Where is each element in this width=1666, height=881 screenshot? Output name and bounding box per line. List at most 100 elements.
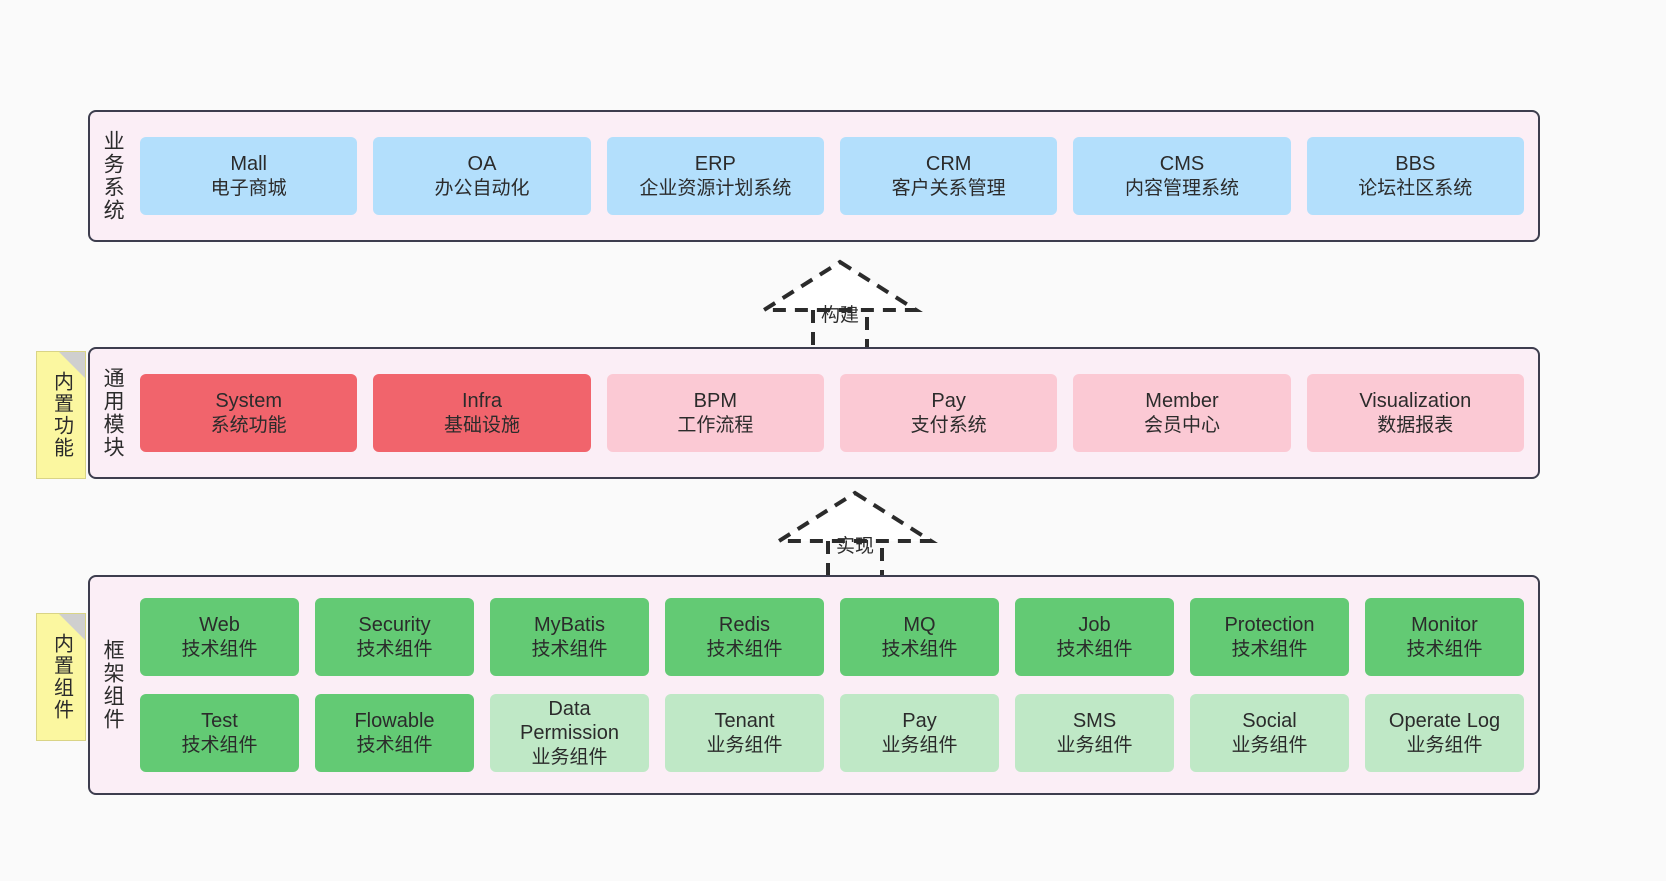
card-sms-subtitle: 业务组件 xyxy=(1056,734,1133,756)
card-bpm-subtitle: 工作流程 xyxy=(677,414,754,436)
layer-general-modules: 通用模块 System 系统功能 Infra 基础设施 BPM 工作流程 Pay… xyxy=(88,347,1540,479)
business-row: Mall 电子商城 OA 办公自动化 ERP 企业资源计划系统 CRM 客户关系… xyxy=(140,137,1524,215)
card-monitor[interactable]: Monitor 技术组件 xyxy=(1365,598,1524,676)
card-pay-module[interactable]: Pay 支付系统 xyxy=(839,374,1058,452)
card-data-permission[interactable]: Data Permission 业务组件 xyxy=(490,694,649,772)
framework-biz-row: Test 技术组件 Flowable 技术组件 Data Permission … xyxy=(140,694,1524,772)
card-crm-title: CRM xyxy=(925,153,972,176)
card-pay-component-title: Pay xyxy=(902,710,937,733)
card-redis-title: Redis xyxy=(718,614,771,637)
card-erp-subtitle: 企业资源计划系统 xyxy=(639,177,792,199)
generalization-arrowhead xyxy=(757,259,923,312)
card-job-title: Job xyxy=(1078,614,1111,637)
card-cms[interactable]: CMS 内容管理系统 xyxy=(1073,137,1291,215)
card-test[interactable]: Test 技术组件 xyxy=(140,694,299,772)
card-member[interactable]: Member 会员中心 xyxy=(1073,374,1291,452)
card-test-subtitle: 技术组件 xyxy=(181,734,258,756)
modules-row: System 系统功能 Infra 基础设施 BPM 工作流程 Pay 支付系统… xyxy=(140,374,1524,452)
generalization-arrowhead xyxy=(772,490,938,543)
card-oa-title: OA xyxy=(467,153,497,176)
card-operate-log-title: Operate Log xyxy=(1388,710,1501,733)
card-erp[interactable]: ERP 企业资源计划系统 xyxy=(606,137,824,215)
card-data-permission-subtitle: 业务组件 xyxy=(531,746,608,768)
card-bpm[interactable]: BPM 工作流程 xyxy=(606,374,824,452)
card-monitor-title: Monitor xyxy=(1411,614,1478,637)
layer-framework-components: 框架组件 Web 技术组件 Security 技术组件 MyBatis 技术组件… xyxy=(88,575,1540,795)
card-job[interactable]: Job 技术组件 xyxy=(1015,598,1174,676)
card-mq-subtitle: 技术组件 xyxy=(881,638,958,660)
card-mybatis[interactable]: MyBatis 技术组件 xyxy=(490,598,649,676)
card-mq[interactable]: MQ 技术组件 xyxy=(840,598,999,676)
layer-business-systems: 业务系统 Mall 电子商城 OA 办公自动化 ERP 企业资源计划系统 CRM… xyxy=(88,110,1540,242)
note-builtin-components-label: 内置组件 xyxy=(50,633,73,721)
card-crm-subtitle: 客户关系管理 xyxy=(891,177,1006,199)
card-social-subtitle: 业务组件 xyxy=(1231,734,1308,756)
card-visualization-subtitle: 数据报表 xyxy=(1377,414,1454,436)
card-job-subtitle: 技术组件 xyxy=(1056,638,1133,660)
card-protection-subtitle: 技术组件 xyxy=(1231,638,1308,660)
layer-framework-title: 框架组件 xyxy=(101,639,125,731)
card-mall-title: Mall xyxy=(230,153,267,176)
card-security[interactable]: Security 技术组件 xyxy=(315,598,474,676)
card-system[interactable]: System 系统功能 xyxy=(140,374,358,452)
card-pay-component[interactable]: Pay 业务组件 xyxy=(840,694,999,772)
card-pay-component-subtitle: 业务组件 xyxy=(881,734,958,756)
card-mybatis-title: MyBatis xyxy=(533,614,606,637)
card-flowable[interactable]: Flowable 技术组件 xyxy=(315,694,474,772)
card-infra-subtitle: 基础设施 xyxy=(443,414,520,436)
card-bbs[interactable]: BBS 论坛社区系统 xyxy=(1306,137,1524,215)
card-tenant-title: Tenant xyxy=(714,710,775,733)
card-data-permission-title: Data xyxy=(548,698,591,721)
card-web[interactable]: Web 技术组件 xyxy=(140,598,299,676)
layer-modules-body: System 系统功能 Infra 基础设施 BPM 工作流程 Pay 支付系统… xyxy=(134,349,1538,477)
card-pay-module-title: Pay xyxy=(931,390,966,413)
card-system-title: System xyxy=(215,390,282,413)
card-redis-subtitle: 技术组件 xyxy=(706,638,783,660)
card-protection[interactable]: Protection 技术组件 xyxy=(1190,598,1349,676)
card-protection-title: Protection xyxy=(1224,614,1315,637)
card-visualization-title: Visualization xyxy=(1359,390,1472,413)
card-erp-title: ERP xyxy=(694,153,736,176)
card-infra-title: Infra xyxy=(461,390,502,413)
card-member-title: Member xyxy=(1145,390,1219,413)
card-sms-title: SMS xyxy=(1072,710,1117,733)
card-bpm-title: BPM xyxy=(693,390,737,413)
card-system-subtitle: 系统功能 xyxy=(210,414,287,436)
card-flowable-subtitle: 技术组件 xyxy=(356,734,433,756)
card-bbs-title: BBS xyxy=(1395,153,1436,176)
card-cms-title: CMS xyxy=(1159,153,1205,176)
card-mall-subtitle: 电子商城 xyxy=(210,177,287,199)
card-visualization[interactable]: Visualization 数据报表 xyxy=(1306,374,1524,452)
card-security-title: Security xyxy=(358,614,431,637)
card-social[interactable]: Social 业务组件 xyxy=(1190,694,1349,772)
card-security-subtitle: 技术组件 xyxy=(356,638,433,660)
card-web-subtitle: 技术组件 xyxy=(181,638,258,660)
framework-tech-row: Web 技术组件 Security 技术组件 MyBatis 技术组件 Redi… xyxy=(140,598,1524,676)
card-infra[interactable]: Infra 基础设施 xyxy=(373,374,591,452)
card-web-title: Web xyxy=(199,614,240,637)
card-operate-log[interactable]: Operate Log 业务组件 xyxy=(1365,694,1524,772)
layer-business-title: 业务系统 xyxy=(101,130,125,222)
layer-modules-title: 通用模块 xyxy=(101,367,125,459)
card-pay-module-subtitle: 支付系统 xyxy=(910,414,987,436)
card-mall[interactable]: Mall 电子商城 xyxy=(140,137,358,215)
note-builtin-functions-label: 内置功能 xyxy=(50,371,73,459)
card-bbs-subtitle: 论坛社区系统 xyxy=(1358,177,1473,199)
note-builtin-components: 内置组件 xyxy=(36,613,86,741)
card-cms-subtitle: 内容管理系统 xyxy=(1124,177,1239,199)
card-tenant[interactable]: Tenant 业务组件 xyxy=(665,694,824,772)
card-mq-title: MQ xyxy=(903,614,936,637)
card-tenant-subtitle: 业务组件 xyxy=(706,734,783,756)
card-oa[interactable]: OA 办公自动化 xyxy=(373,137,591,215)
card-operate-log-subtitle: 业务组件 xyxy=(1406,734,1483,756)
card-test-title: Test xyxy=(201,710,238,733)
card-member-subtitle: 会员中心 xyxy=(1143,414,1220,436)
layer-framework-body: Web 技术组件 Security 技术组件 MyBatis 技术组件 Redi… xyxy=(134,577,1538,793)
card-crm[interactable]: CRM 客户关系管理 xyxy=(839,137,1058,215)
note-builtin-functions: 内置功能 xyxy=(36,351,86,479)
card-redis[interactable]: Redis 技术组件 xyxy=(665,598,824,676)
card-monitor-subtitle: 技术组件 xyxy=(1406,638,1483,660)
card-sms[interactable]: SMS 业务组件 xyxy=(1015,694,1174,772)
card-mybatis-subtitle: 技术组件 xyxy=(531,638,608,660)
card-social-title: Social xyxy=(1242,710,1297,733)
